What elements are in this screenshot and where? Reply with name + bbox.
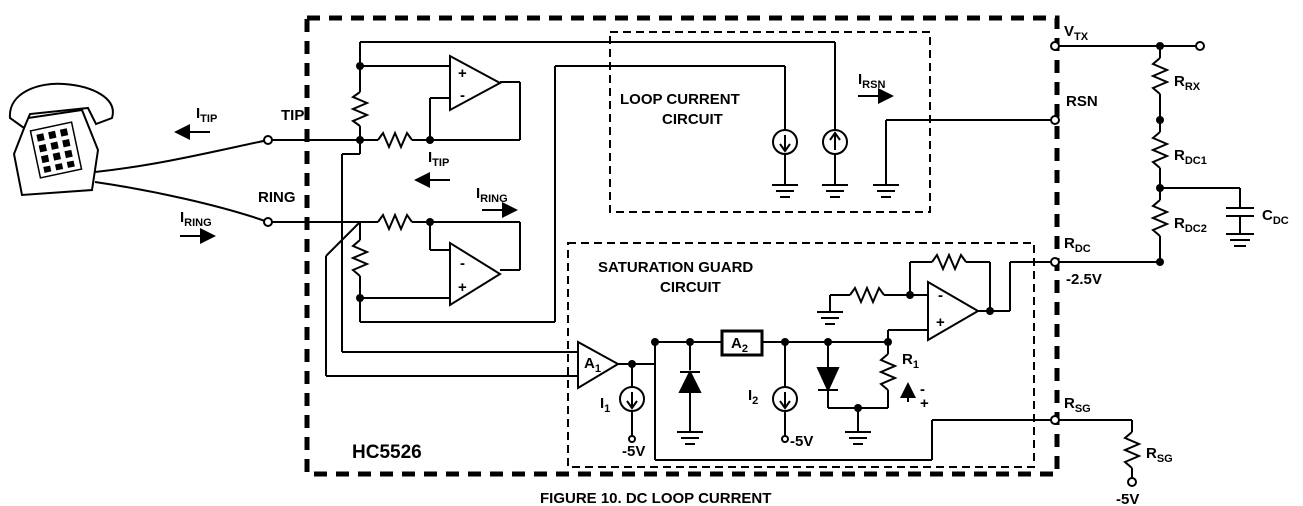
saturation-guard-wires [577, 252, 1055, 461]
telephone-icon [8, 82, 114, 197]
ring-op-amp [449, 241, 502, 307]
r1-minus: - [920, 381, 925, 398]
rsg-terminal-label: RSG [1064, 395, 1091, 415]
i1-label: I1 [600, 395, 610, 415]
sat-guard-title-2: CIRCUIT [660, 279, 721, 296]
loop-current-title-2: CIRCUIT [662, 111, 723, 128]
tip-label: TIP [281, 107, 304, 124]
tip-amp-minus: - [460, 87, 465, 104]
a2-label: A2 [731, 335, 748, 355]
loop-current-title-1: LOOP CURRENT [620, 91, 740, 108]
ring-amp-plus: + [458, 279, 467, 296]
neg5v-i2: -5V [790, 433, 813, 450]
r1-label: R1 [902, 351, 919, 371]
i-ring-ext-label: IRING [180, 209, 212, 229]
chip-label: HC5526 [352, 442, 422, 463]
i2-label: I2 [748, 387, 758, 407]
rdc1-label: RDC1 [1174, 147, 1207, 167]
vtx-label: VTX [1064, 23, 1089, 43]
hc5526-chip-boundary [304, 15, 1060, 477]
i-tip-int-label: ITIP [428, 149, 449, 169]
ring-amp-minus: - [460, 255, 465, 272]
out-amp-plus: + [936, 314, 945, 331]
terminal-pins [263, 41, 1205, 425]
out-amp-minus: - [938, 287, 943, 304]
loop-current-circuit-boundary [609, 31, 931, 213]
loop-current-sources [772, 119, 1055, 198]
rdc-voltage-label: -2.5V [1066, 271, 1102, 288]
ring-label: RING [258, 189, 296, 206]
r1-plus: + [920, 395, 929, 412]
saturation-guard-circuit-boundary [567, 242, 1035, 468]
rrx-label: RRX [1174, 73, 1201, 93]
rsg-label: RSG [1146, 445, 1173, 465]
cdc-label: CDC [1262, 207, 1289, 227]
junction-dots [356, 42, 1164, 412]
tip-amp-plus: + [458, 65, 467, 82]
external-network [1055, 45, 1254, 487]
i-ring-int-label: IRING [476, 185, 508, 205]
i-tip-ext-label: ITIP [196, 105, 217, 125]
i-rsn-label: IRSN [858, 71, 885, 91]
neg5v-rsg: -5V [1116, 491, 1139, 506]
sat-guard-title-1: SATURATION GUARD [598, 259, 753, 276]
figure-caption: FIGURE 10. DC LOOP CURRENT [540, 490, 771, 506]
neg5v-i1: -5V [622, 443, 645, 460]
rdc2-label: RDC2 [1174, 215, 1207, 235]
rsn-label: RSN [1066, 93, 1098, 110]
wires [94, 41, 836, 377]
tip-op-amp [449, 54, 503, 112]
current-arrows [174, 88, 894, 244]
a1-label: A1 [584, 355, 601, 375]
rdc-label: RDC [1064, 235, 1091, 255]
